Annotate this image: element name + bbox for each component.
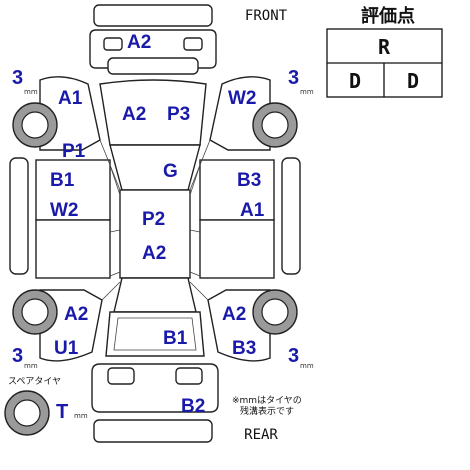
exterior-score: D [349, 69, 361, 93]
code-left-rocker: U1 [54, 338, 79, 359]
front-label: FRONT [245, 8, 288, 24]
tread-rear-left: 3 [12, 345, 23, 367]
tread-front-left: 3 [12, 67, 23, 89]
tire-rear-right [252, 289, 298, 335]
left-rear-door-part [35, 219, 111, 279]
footnote-line-2: 残溝表示です [240, 405, 294, 417]
tire-spare [4, 390, 50, 436]
code-front-right-fender: W2 [228, 88, 257, 109]
code-left-front-door-2: W2 [50, 200, 79, 221]
right-front-door-part [199, 159, 275, 221]
roof-part [119, 189, 191, 279]
code-hood-left: A2 [122, 104, 146, 125]
hood-part [99, 79, 207, 146]
code-right-rear-fender: A2 [222, 304, 246, 325]
code-hood-right: P3 [167, 104, 190, 125]
tread-spare: T [56, 401, 68, 423]
tread-front-right-unit: mm [300, 88, 314, 96]
spare-tire-label: スペアタイヤ [8, 376, 61, 387]
front-panel-top [93, 4, 213, 27]
code-left-front-door-1: B1 [50, 170, 75, 191]
code-roof-1: P2 [142, 209, 165, 230]
tread-front-left-unit: mm [24, 88, 38, 96]
rear-label: REAR [244, 427, 278, 443]
code-roof-2: A2 [142, 243, 166, 264]
code-left-pillar: P1 [62, 141, 86, 162]
code-front-left-fender: A1 [58, 88, 83, 109]
rear-window-part [113, 277, 197, 313]
code-left-rear-fender: A2 [64, 304, 88, 325]
tread-front-right: 3 [288, 67, 299, 89]
tread-rear-right-unit: mm [300, 362, 314, 370]
headlight-right [183, 37, 203, 51]
tire-rear-left [12, 289, 58, 335]
rear-panel-bottom [93, 419, 213, 443]
taillight-left [107, 367, 135, 385]
taillight-right [175, 367, 203, 385]
code-front-bumper: A2 [127, 32, 151, 53]
windshield-part [109, 144, 201, 191]
code-right-front-door-1: B3 [237, 170, 261, 191]
front-grille [107, 57, 199, 75]
left-front-door-part [35, 159, 111, 221]
code-right-front-door-2: A1 [240, 200, 265, 221]
footnote-line-1: ※mmはタイヤの [232, 395, 302, 406]
code-trunk: B1 [163, 328, 188, 349]
trunk-part [105, 311, 205, 357]
interior-score: D [407, 69, 419, 93]
code-right-rocker: B3 [232, 338, 256, 359]
tread-spare-unit: mm [74, 412, 88, 420]
tire-front-left [12, 102, 58, 148]
code-rear-bumper: B2 [181, 396, 205, 417]
right-rear-door-part [199, 219, 275, 279]
tread-rear-left-unit: mm [24, 362, 38, 370]
score-title: 評価点 [361, 5, 415, 27]
headlight-left [103, 37, 123, 51]
car-outline [9, 4, 301, 443]
overall-score: R [378, 35, 391, 59]
code-windshield: G [163, 161, 178, 182]
tread-rear-right: 3 [288, 345, 299, 367]
score-box: 評価点 R D D [326, 5, 443, 98]
right-rocker-part [281, 157, 301, 275]
tire-front-right [252, 102, 298, 148]
left-rocker-part [9, 157, 29, 275]
